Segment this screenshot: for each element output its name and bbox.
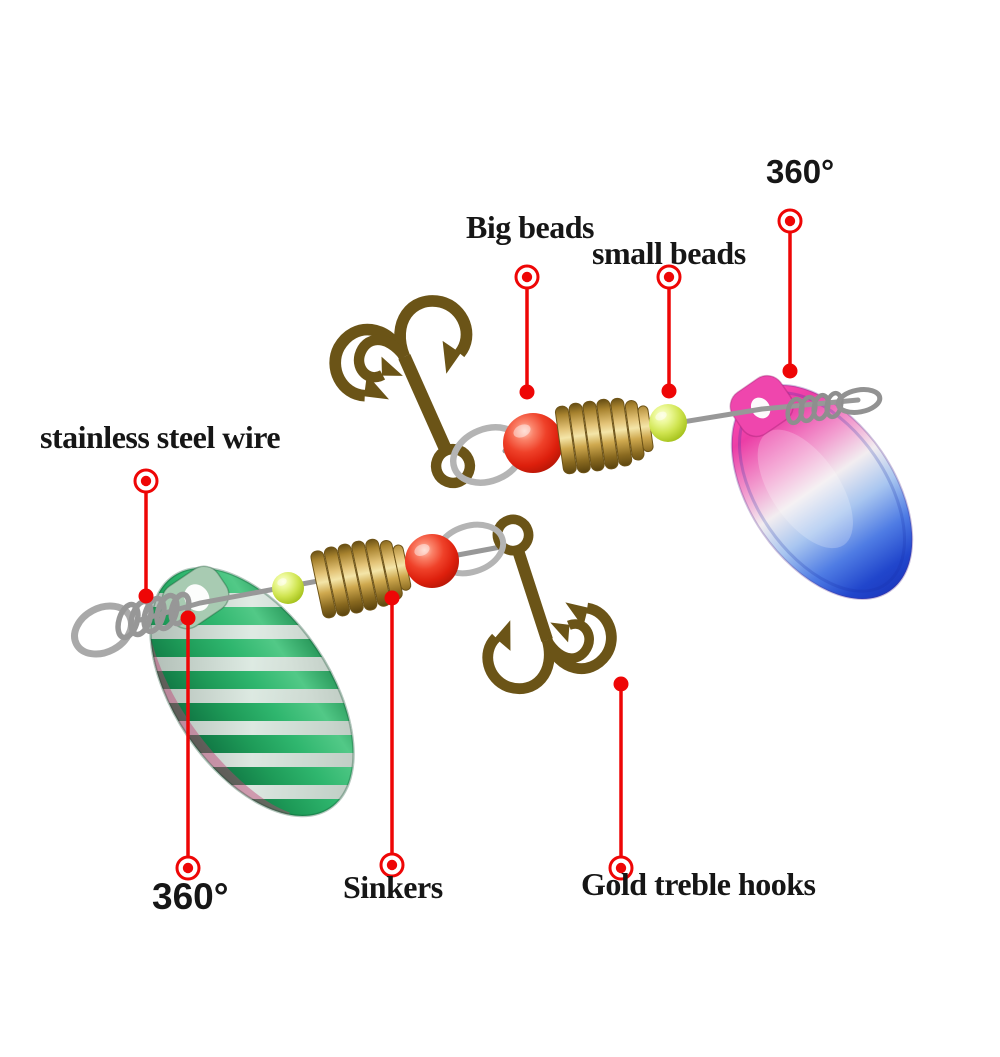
pink-blue-spinner-blade [729, 374, 914, 600]
label-sinkers: Sinkers [343, 869, 443, 905]
label-small-beads: small beads [592, 235, 746, 271]
label-stainless-wire: stainless steel wire [40, 419, 281, 455]
label-big-beads: Big beads [466, 209, 594, 245]
annotation-small-beads [656, 264, 682, 399]
marker-dot-icon [661, 383, 677, 399]
marker-dot-icon [613, 676, 629, 692]
annotation-treble-hooks [608, 676, 634, 881]
brass-sinker-coil-bottom [309, 531, 415, 621]
annotation-sinkers [379, 590, 405, 878]
marker-dot-icon [384, 590, 400, 606]
annotation-stainless-wire [133, 468, 159, 604]
marker-dot-icon [180, 610, 196, 626]
marker-ring-center [140, 475, 152, 487]
top-spinner-lure [324, 290, 914, 600]
annotation-rotation-top [777, 208, 803, 379]
marker-dot-icon [519, 384, 535, 400]
label-rotation-bottom: 360° [152, 876, 229, 917]
gold-treble-hook [324, 290, 522, 509]
marker-ring-center [386, 859, 398, 871]
label-gold-treble-hooks: Gold treble hooks [581, 866, 816, 902]
marker-ring-center [615, 862, 627, 874]
marker-ring-center [784, 215, 796, 227]
marker-dot-icon [138, 588, 154, 604]
gold-treble-hook-bottom [448, 501, 620, 697]
big-red-bead-top [503, 413, 563, 473]
marker-ring-center [663, 271, 675, 283]
marker-dot-icon [782, 363, 798, 379]
annotation-rotation-bottom [175, 610, 201, 881]
marker-ring-center [182, 862, 194, 874]
bottom-spinner-lure [71, 486, 620, 822]
marker-ring-center [521, 271, 533, 283]
wire-twist [785, 390, 844, 426]
small-green-bead-top [649, 404, 687, 442]
label-rotation-top: 360° [766, 153, 835, 190]
small-green-bead-bottom [272, 572, 304, 604]
big-red-bead-bottom [405, 534, 459, 588]
annotation-big-beads [514, 264, 540, 400]
annotations [133, 208, 803, 881]
brass-sinker-coil-top [554, 392, 656, 477]
wire-end-loop [835, 387, 883, 415]
